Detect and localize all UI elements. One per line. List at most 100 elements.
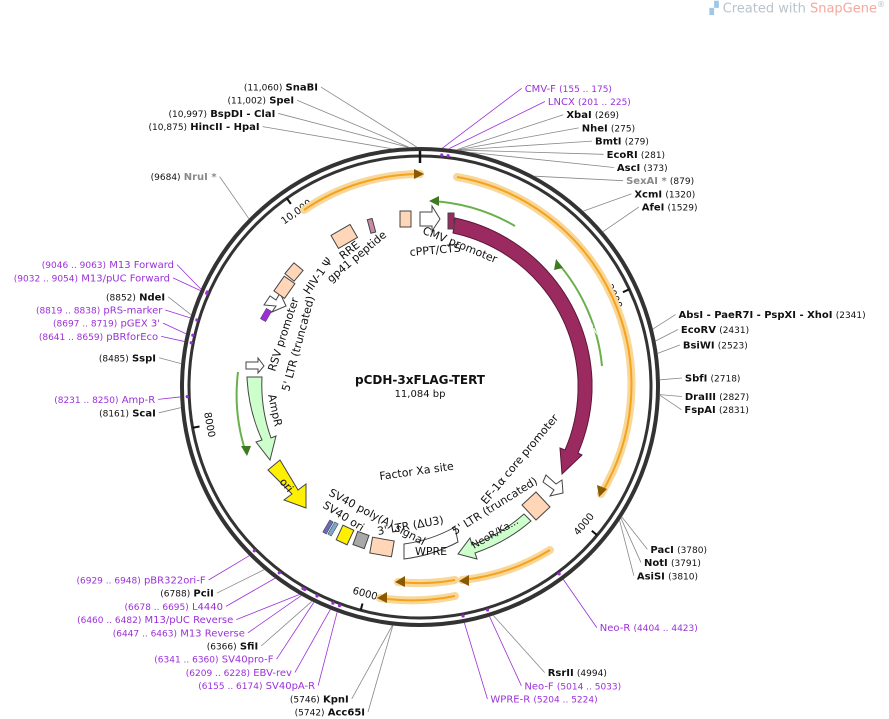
- site-position: (9684): [151, 173, 181, 183]
- cmv-feature-line: [431, 200, 516, 227]
- tick-mark: [359, 603, 364, 611]
- site-name: WPRE-R: [490, 695, 530, 706]
- feature-label-factor-xa: Factor Xa site: [379, 460, 455, 483]
- primer-marker: [303, 587, 307, 592]
- orf-arrow-right: [453, 173, 636, 498]
- site-position: (8852): [106, 293, 136, 303]
- site-leader-line: [165, 309, 191, 319]
- site-name: SfiI: [240, 642, 258, 653]
- primer-marker: [446, 154, 450, 158]
- primer-marker: [440, 153, 444, 157]
- site-position: (2827): [719, 393, 749, 403]
- site-position: (8231 .. 8250): [54, 396, 118, 406]
- site-position: (2341): [836, 311, 866, 321]
- site-position: (10,997): [168, 110, 207, 120]
- site-name: AfeI: [642, 203, 665, 214]
- site-position: (5204 .. 5224): [533, 696, 597, 706]
- site-label-neo-r: Neo-R (4404 .. 4423): [600, 623, 698, 634]
- site-label-m13-puc-forward: (9032 .. 9054) M13/pUC Forward: [14, 273, 170, 284]
- site-label-nrui: (9684) NruI *: [151, 172, 218, 183]
- site-position: (6366): [207, 643, 237, 653]
- site-label-sfii: (6366) SfiI: [207, 642, 258, 653]
- site-label-lncx: LNCX (201 .. 225): [548, 97, 631, 108]
- site-position: (5014 .. 5033): [557, 682, 621, 692]
- site-leader-line: [158, 396, 181, 400]
- site-label-sspi: (8485) SspI: [99, 353, 156, 364]
- site-leader-line: [161, 335, 185, 342]
- site-name: M13/pUC Reverse: [145, 615, 234, 626]
- snapgene-logo-icon: ▞: [709, 1, 719, 16]
- site-name: AbsI - PaeR7I - PspXI - XhoI: [679, 310, 833, 321]
- orf-arrowhead: [597, 485, 607, 497]
- site-name: DraIII: [685, 392, 716, 403]
- site-name: EBV-rev: [253, 668, 292, 679]
- site-label-absi-paer7i-pspxi-xhoi: AbsI - PaeR7I - PspXI - XhoI (2341): [679, 310, 866, 321]
- site-leader-line: [463, 622, 488, 700]
- site-position: (4994): [577, 669, 607, 679]
- primer-marker: [337, 604, 342, 608]
- primer-marker: [485, 608, 490, 612]
- site-name: FspAI: [684, 405, 715, 416]
- site-label-paci: PacI (3780): [650, 545, 707, 556]
- site-label-wpre-r: WPRE-R (5204 .. 5224): [490, 695, 597, 706]
- site-label-ndei: (8852) NdeI: [106, 292, 165, 303]
- site-name: Neo-F: [524, 681, 554, 692]
- site-name: ScaI: [132, 408, 156, 419]
- primer-marker: [205, 291, 209, 295]
- site-name: AsiSI: [637, 571, 665, 582]
- hiv-psi-feature: [284, 262, 304, 282]
- site-position: (1529): [668, 204, 698, 214]
- orf-arrowhead: [395, 576, 405, 587]
- cmv-promoter-feature: [419, 204, 441, 233]
- ampR-feature: [246, 376, 277, 462]
- rsv-small-box: [260, 307, 272, 323]
- site-position: (6341 .. 6360): [154, 656, 218, 666]
- site-leader-line: [657, 344, 680, 354]
- site-label-ecorv: EcoRV (2431): [681, 325, 749, 336]
- site-name: M13/pUC Forward: [81, 273, 170, 284]
- site-name: NdeI: [139, 292, 165, 303]
- site-label-bsiwi: BsiWI (2523): [683, 340, 748, 351]
- site-leader-line: [457, 140, 593, 151]
- site-leader-line: [225, 577, 276, 607]
- site-label-asisi: AsiSI (3810): [637, 571, 698, 582]
- site-name: SV40pA-R: [266, 681, 315, 692]
- site-leader-line: [296, 99, 410, 148]
- primer-marker: [191, 333, 195, 337]
- primer-marker: [195, 318, 199, 322]
- site-name: NotI: [644, 558, 668, 569]
- site-position: (6678 .. 6695): [125, 603, 189, 613]
- wpre-feature: [403, 526, 459, 560]
- primer-marker: [277, 571, 281, 575]
- feature-label-ampR: AmpR: [265, 393, 285, 428]
- site-name: CMV-F: [525, 84, 556, 95]
- site-label-snabi: (11,060) SnaBI: [244, 83, 318, 94]
- site-leader-line: [219, 176, 250, 219]
- site-position: (8485): [99, 354, 129, 364]
- tick-label: 4000: [572, 511, 597, 538]
- site-label-l4440: (6678 .. 6695) L4440: [125, 602, 224, 613]
- ltr5-right-feature: [521, 491, 551, 521]
- site-leader-line: [619, 520, 635, 576]
- site-leader-line: [167, 296, 192, 316]
- site-name: KpnI: [323, 694, 349, 705]
- site-name: pGEX 3': [120, 319, 160, 330]
- feature-label-cppt: cPPT/CTS: [409, 242, 461, 259]
- site-position: (5746): [290, 695, 320, 705]
- site-leader-line: [602, 206, 639, 232]
- site-label-nhei: NheI (275): [582, 123, 635, 134]
- site-position: (2523): [718, 341, 748, 351]
- site-name: pBRforEco: [106, 332, 158, 343]
- site-leader-line: [176, 264, 202, 290]
- site-position: (6447 .. 6463): [113, 629, 177, 639]
- site-leader-line: [562, 579, 598, 628]
- feature-label-wpre: WPRE: [415, 545, 447, 558]
- site-label-kpni: (5746) KpnI: [290, 694, 349, 705]
- site-leader-line: [351, 625, 393, 699]
- primer-marker: [185, 395, 189, 399]
- site-name: SbfI: [685, 373, 707, 384]
- site-label-m13-forward: (9046 .. 9063) M13 Forward: [42, 260, 174, 271]
- primer-marker: [557, 572, 561, 576]
- ltr3-feature: [369, 536, 395, 558]
- site-label-bspdi-clai: (10,997) BspDI - ClaI: [168, 109, 275, 120]
